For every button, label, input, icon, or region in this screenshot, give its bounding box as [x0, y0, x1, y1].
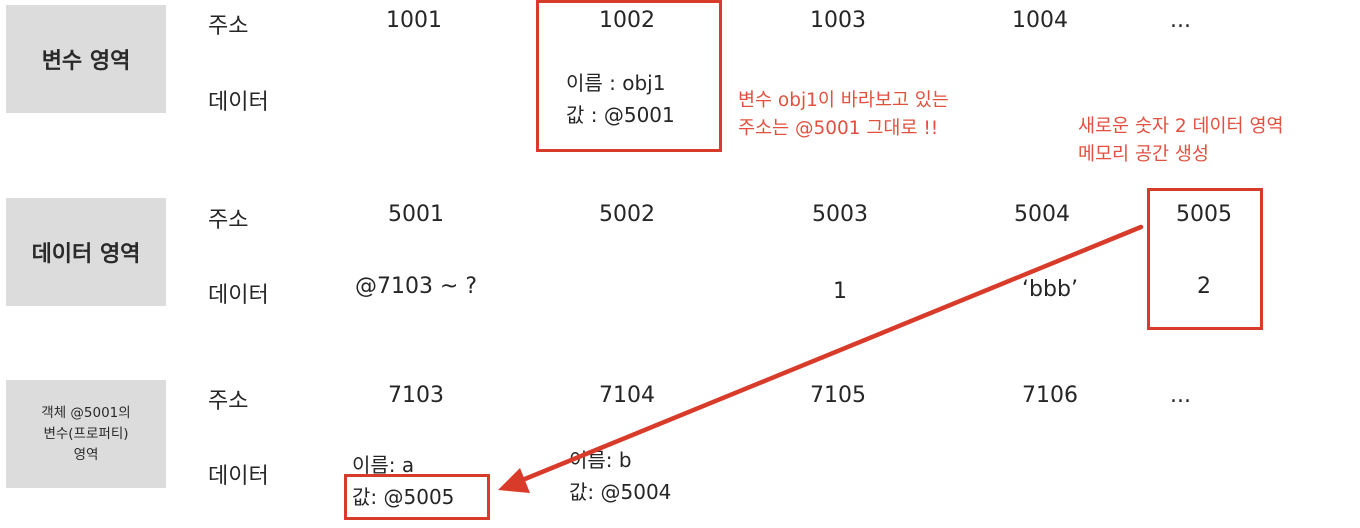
variable-address-cell: 1001 — [386, 8, 442, 33]
obj1-name: 이름 : obj1 — [566, 71, 666, 95]
data-value-cell: 1 — [833, 279, 847, 304]
property-area-label-box: 객체 @5001의 변수(프로퍼티) 영역 — [6, 380, 166, 488]
obj1-note-line1: 변수 obj1이 바라보고 있는 — [738, 90, 949, 111]
data-value-cell: @7103 ~ ? — [354, 274, 478, 299]
property-b-value: 값: @5004 — [569, 480, 672, 504]
obj1-note-line2: 주소는 @5001 그대로 !! — [738, 118, 939, 139]
variable-address-cell: 1003 — [810, 8, 866, 33]
data-value-cell: 2 — [1197, 274, 1211, 299]
data-data-header: 데이터 — [208, 283, 269, 308]
property-address-cell: 7105 — [810, 383, 866, 408]
variable-data-header: 데이터 — [208, 90, 269, 115]
data-value-cell: ‘bbb’ — [1022, 277, 1078, 302]
data-area-label-box: 데이터 영역 — [6, 198, 166, 306]
variable-address-ellipsis: ... — [1170, 8, 1191, 33]
data-area-label: 데이터 영역 — [31, 242, 141, 267]
new-memory-note-line1: 새로운 숫자 2 데이터 영역 — [1078, 116, 1284, 137]
data-address-cell: 5001 — [388, 202, 444, 227]
property-address-ellipsis: ... — [1170, 383, 1191, 408]
data-address-cell: 5002 — [599, 202, 655, 227]
obj1-value: 값 : @5001 — [566, 103, 675, 127]
new-memory-note-line2: 메모리 공간 생성 — [1078, 144, 1209, 165]
data-address-cell: 5005 — [1176, 202, 1232, 227]
property-data-header: 데이터 — [208, 464, 269, 489]
property-address-cell: 7104 — [599, 383, 655, 408]
data-address-header: 주소 — [208, 208, 249, 233]
obj1-highlight-box — [536, 0, 722, 152]
property-a-value: 값: @5005 — [352, 485, 455, 509]
data-address-cell: 5003 — [812, 202, 868, 227]
variable-address-cell: 1004 — [1012, 8, 1068, 33]
property-address-header: 주소 — [208, 389, 249, 414]
variable-area-label: 변수 영역 — [41, 49, 131, 74]
data-address-cell: 5004 — [1014, 202, 1070, 227]
new-data-highlight-box — [1147, 188, 1263, 330]
property-a-name: 이름: a — [352, 453, 415, 477]
property-address-cell: 7103 — [388, 383, 444, 408]
variable-area-label-box: 변수 영역 — [6, 5, 166, 113]
arrow-head-icon — [498, 468, 530, 493]
property-area-label: 객체 @5001의 변수(프로퍼티) 영역 — [41, 404, 131, 463]
property-a-value-highlight-box — [344, 474, 490, 520]
variable-address-header: 주소 — [208, 14, 249, 39]
property-b-name: 이름: b — [569, 448, 632, 472]
property-address-cell: 7106 — [1022, 383, 1078, 408]
variable-address-cell: 1002 — [599, 8, 655, 33]
